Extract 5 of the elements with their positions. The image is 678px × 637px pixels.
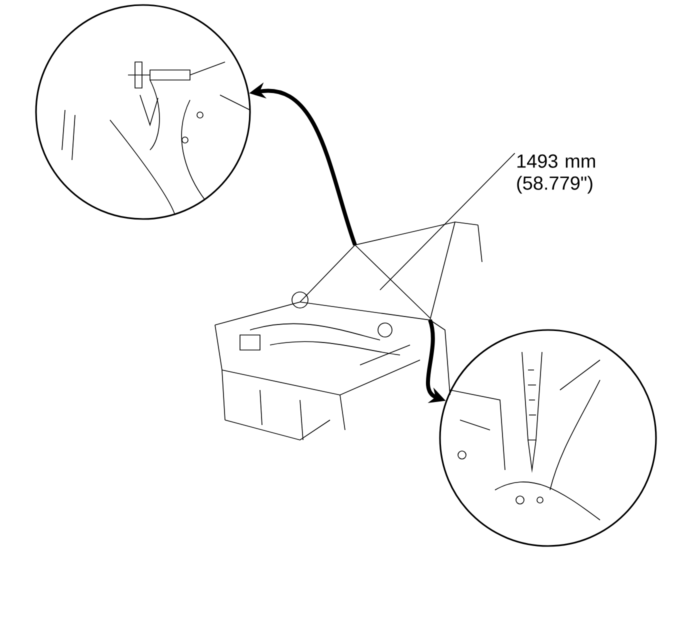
detail-circle-drawing [35, 4, 251, 220]
dimension-text: 1493 mm (58.779") [517, 154, 595, 194]
car-body-drawing [214, 222, 482, 440]
detail-circle-drawing [439, 329, 657, 547]
leader-line [380, 152, 516, 290]
